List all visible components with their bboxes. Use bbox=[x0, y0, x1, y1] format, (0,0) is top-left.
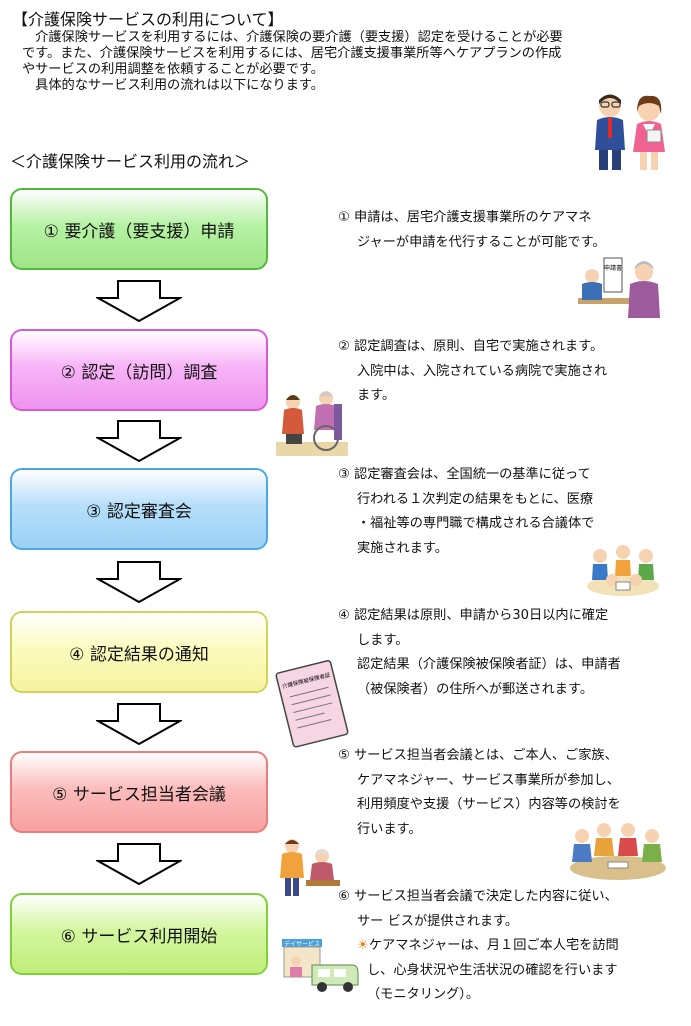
down-arrow-icon bbox=[96, 420, 182, 462]
desc-line: 利用頻度や支援（サービス）内容等の検討を bbox=[357, 797, 621, 812]
down-arrow-icon bbox=[96, 843, 182, 885]
day-service-van-icon: デイサービス bbox=[282, 939, 359, 992]
meeting-icon bbox=[570, 823, 666, 880]
desc-line: し、心身状況や生活状況の確認を行います bbox=[367, 962, 618, 978]
desc-line: 実施されます。 bbox=[357, 540, 448, 556]
desc-line: 行います。 bbox=[357, 821, 422, 837]
step-2-survey: ② 認定（訪問）調査 bbox=[10, 329, 268, 411]
desc-line: ③ 認定審査会は、全国統一の基準に従って bbox=[338, 467, 591, 482]
step-6-description: ⑥ サービス担当者会議で決定した内容に従い、 サー ビスが提供されます。 ☀ケア… bbox=[338, 885, 619, 1008]
day-service-sign-text: デイサービス bbox=[284, 940, 320, 948]
desc-line: ⑤ サービス担当者会議とは、ご本人、ご家族、 bbox=[338, 748, 618, 763]
desc-line: ☀ケアマネジャーは、月１回ご本人宅を訪問 bbox=[338, 934, 619, 959]
down-arrow-icon bbox=[96, 561, 182, 603]
desc-line: ケアマネジャー、サービス事業所が参加し、 bbox=[357, 772, 620, 788]
caregiver-icon bbox=[280, 839, 340, 896]
step-1-description: ① 申請は、居宅介護支援事業所のケアマネ ジャーが申請を代行することが可能です。 bbox=[338, 206, 606, 255]
desc-line: ジャーが申請を代行することが可能です。 bbox=[357, 234, 606, 250]
desc-line: ④ 認定結果は原則、申請から30日以内に確定 bbox=[338, 608, 609, 623]
sun-bullet-icon: ☀ bbox=[357, 938, 369, 953]
desc-line: 入院中は、入院されている病院で実施され bbox=[357, 363, 608, 379]
step-3-committee: ③ 認定審査会 bbox=[10, 468, 268, 550]
intro-line: です。また、介護保険サービスを利用するには、居宅介護支援事業所等へケアプランの作… bbox=[22, 46, 562, 61]
step-5-description: ⑤ サービス担当者会議とは、ご本人、ご家族、 ケアマネジャー、サービス事業所が参… bbox=[338, 744, 621, 842]
desc-line: 認定結果（介護保険被保険者証）は、申請者 bbox=[357, 657, 621, 672]
desc-line: 行われる１次判定の結果をもとに、医療 bbox=[357, 491, 594, 507]
desc-line: ⑥ サービス担当者会議で決定した内容に従い、 bbox=[338, 889, 618, 904]
desc-line: ① 申請は、居宅介護支援事業所のケアマネ bbox=[338, 210, 592, 225]
step-4-description: ④ 認定結果は原則、申請から30日以内に確定 します。 認定結果（介護保険被保険… bbox=[338, 604, 621, 702]
down-arrow-icon bbox=[96, 280, 182, 322]
desc-line: ・福祉等の専門職で構成される合議体で bbox=[357, 516, 595, 531]
couple-icon bbox=[595, 94, 665, 170]
step-5-conference: ⑤ サービス担当者会議 bbox=[10, 751, 268, 833]
form-sign-text: 申請書 bbox=[604, 264, 622, 272]
committee-icon bbox=[587, 545, 659, 596]
desc-line: （被保険者）の住所へが郵送されます。 bbox=[357, 681, 594, 697]
desc-line: ます。 bbox=[357, 388, 396, 403]
intro-text: 介護保険サービスを利用するには、介護保険の要介護（要支援）認定を受けることが必要… bbox=[22, 30, 662, 94]
desc-line: サー ビスが提供されます。 bbox=[357, 913, 519, 929]
step-3-description: ③ 認定審査会は、全国統一の基準に従って 行われる１次判定の結果をもとに、医療 … bbox=[338, 463, 594, 561]
desc-line: （モニタリング）。 bbox=[367, 987, 480, 1002]
intro-line: やサービスの利用調整を依頼することが必要です。 bbox=[22, 62, 324, 77]
intro-line: 具体的なサービス利用の流れは以下になります。 bbox=[22, 78, 324, 93]
desc-text: ケアマネジャーは、月１回ご本人宅を訪問 bbox=[368, 938, 619, 953]
application-desk-icon: 申請書 bbox=[578, 257, 660, 318]
step-6-start: ⑥ サービス利用開始 bbox=[10, 893, 268, 975]
desc-line: ② 認定調査は、原則、自宅で実施されます。 bbox=[338, 339, 604, 354]
down-arrow-icon bbox=[96, 703, 182, 745]
certificate-card-icon: 介護保険被保険者証 bbox=[275, 659, 349, 748]
page-title: 【介護保険サービスの利用について】 bbox=[12, 10, 284, 29]
step-1-application: ① 要介護（要支援）申請 bbox=[10, 188, 268, 270]
step-4-notification: ④ 認定結果の通知 bbox=[10, 611, 268, 693]
intro-line: 介護保険サービスを利用するには、介護保険の要介護（要支援）認定を受けることが必要 bbox=[22, 30, 563, 45]
desc-line: します。 bbox=[357, 632, 409, 648]
flow-subtitle: ＜介護保険サービス利用の流れ＞ bbox=[10, 152, 251, 171]
home-visit-icon bbox=[276, 391, 348, 456]
step-2-description: ② 認定調査は、原則、自宅で実施されます。 入院中は、入院されている病院で実施さ… bbox=[338, 335, 607, 409]
